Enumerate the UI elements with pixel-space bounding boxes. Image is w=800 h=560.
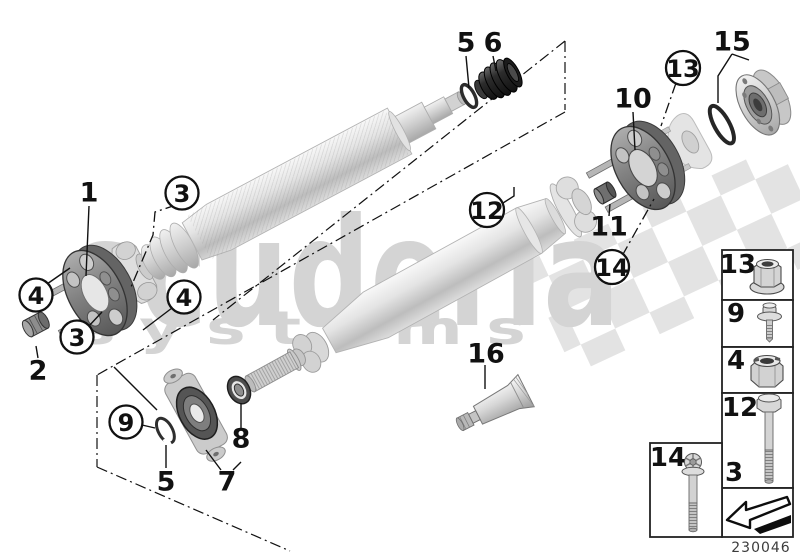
svg-text:15: 15 (713, 27, 751, 58)
svg-text:11: 11 (590, 212, 628, 243)
svg-text:5: 5 (457, 28, 476, 59)
front-shaft-tube (181, 91, 467, 261)
callout-2[interactable]: 2 (29, 356, 48, 387)
svg-text:5: 5 (157, 467, 176, 498)
callout-3-upper[interactable]: 3 (164, 175, 200, 211)
cv-flange (735, 69, 792, 136)
grease-tube (455, 373, 536, 432)
svg-text:13: 13 (720, 250, 756, 280)
sidebar-box-9[interactable]: 9 (721, 299, 794, 348)
svg-text:3: 3 (69, 324, 86, 352)
front-flange-yoke (111, 241, 158, 305)
shaft-collar-ribs (140, 222, 199, 280)
flex-disc-front (62, 244, 138, 337)
callout-15[interactable]: 15 (713, 27, 751, 58)
svg-text:9: 9 (118, 409, 135, 437)
snap-ring (154, 416, 176, 448)
front-propeller-shaft (21, 91, 467, 338)
callout-11[interactable]: 11 (590, 212, 628, 243)
leader-lines (35, 53, 750, 471)
torx-bolt-icon (681, 453, 705, 533)
callout-4-right[interactable]: 4 (166, 279, 202, 315)
direction-arrow-icon (725, 495, 792, 534)
splined-shaft-end (244, 348, 302, 393)
svg-text:16: 16 (467, 339, 505, 370)
svg-text:9: 9 (727, 299, 745, 329)
callout-4-left[interactable]: 4 (18, 277, 54, 313)
svg-text:14: 14 (650, 443, 686, 473)
o-ring-rear (707, 103, 736, 146)
svg-text:3: 3 (725, 458, 743, 488)
collar-nut-icon (750, 354, 784, 388)
sidebar-box-12-3[interactable]: 12 3 (721, 392, 794, 489)
center-bearing-mount (163, 368, 228, 462)
flange-lock-nut-icon (749, 259, 785, 295)
callout-5-top[interactable]: 5 (457, 28, 476, 59)
rear-propeller-shaft (154, 69, 792, 462)
callout-7[interactable]: 7 (218, 467, 237, 498)
svg-text:3: 3 (174, 180, 191, 208)
callout-12[interactable]: 12 (468, 191, 506, 229)
callout-14-main[interactable]: 14 (593, 248, 631, 286)
ball-bearing (226, 375, 252, 405)
callout-8[interactable]: 8 (232, 424, 251, 455)
callout-3-lower[interactable]: 3 (59, 319, 95, 355)
svg-text:13: 13 (666, 55, 699, 83)
svg-text:8: 8 (232, 424, 251, 455)
centering-bushing (21, 311, 50, 338)
svg-text:10: 10 (614, 84, 652, 115)
flange-screw-icon (757, 302, 782, 343)
svg-text:12: 12 (470, 197, 503, 225)
svg-text:12: 12 (722, 393, 758, 423)
callout-1[interactable]: 1 (80, 178, 99, 209)
svg-text:14: 14 (595, 254, 628, 282)
callout-16[interactable]: 16 (467, 339, 505, 370)
sidebar-box-arrow[interactable] (721, 487, 794, 538)
checkered-flag-watermark (523, 144, 800, 374)
callout-5-bottom[interactable]: 5 (157, 467, 176, 498)
sidebar-box-14[interactable]: 14 (649, 442, 723, 538)
rear-flange-yoke (549, 176, 598, 238)
svg-text:4: 4 (176, 284, 193, 312)
o-ring-front (459, 82, 479, 110)
callout-10[interactable]: 10 (614, 84, 652, 115)
svg-text:6: 6 (484, 28, 503, 59)
svg-text:2: 2 (29, 356, 48, 387)
sidebar-box-4[interactable]: 4 (721, 346, 794, 394)
flex-disc-rear (610, 120, 686, 211)
rear-shaft-tube (321, 198, 567, 354)
svg-text:7: 7 (218, 467, 237, 498)
sidebar-box-13[interactable]: 13 (720, 249, 794, 301)
svg-text:1: 1 (80, 178, 99, 209)
callout-9-main[interactable]: 9 (108, 404, 144, 440)
spacer-sleeve (593, 181, 617, 205)
construction-lines (96, 40, 566, 552)
svg-text:4: 4 (28, 282, 45, 310)
callout-6[interactable]: 6 (484, 28, 503, 59)
callout-13-main[interactable]: 13 (664, 49, 702, 87)
diagram-number: 230046 (731, 540, 790, 556)
svg-text:4: 4 (727, 346, 745, 376)
hex-bolt-icon (756, 393, 782, 484)
